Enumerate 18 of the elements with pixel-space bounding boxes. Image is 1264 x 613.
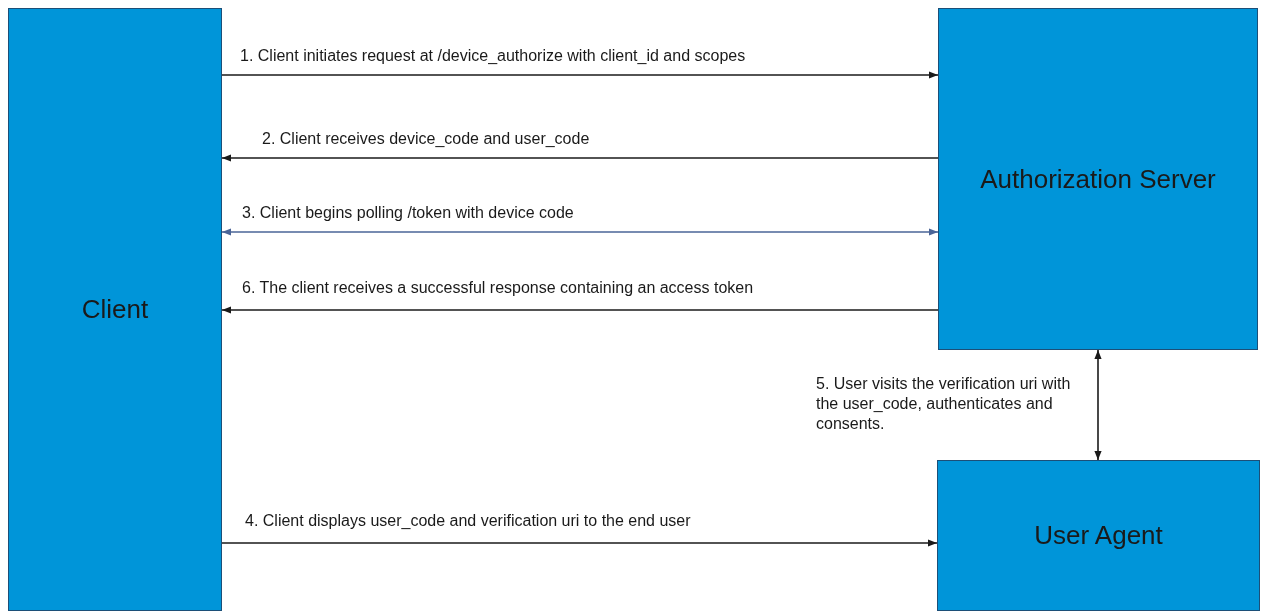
- entity-box: [938, 8, 1258, 350]
- arrow: [1094, 349, 1102, 461]
- node-label: Authorization Server: [980, 163, 1216, 195]
- edge-label: 1. Client initiates request at /device_authorize with client_id and scopes: [240, 46, 746, 66]
- edge-label: 4. Client displays user_code and verification uri to the end user: [245, 511, 691, 531]
- entity-box: [8, 8, 222, 611]
- arrow: [221, 306, 939, 314]
- node-label: Client: [81, 294, 149, 325]
- arrow: [221, 539, 938, 547]
- edge-label: 2. Client receives device_code and user_code: [262, 129, 590, 149]
- node-label: User Agent: [1034, 520, 1163, 551]
- arrow: [221, 228, 939, 236]
- edge-label: 3. Client begins polling /token with device code: [242, 203, 574, 223]
- edge-label: 6. The client receives a successful response containing an access token: [242, 278, 754, 298]
- arrow: [221, 71, 939, 79]
- entity-box: [937, 460, 1260, 611]
- edge-label: 5. User visits the verification uri with the user_code, authenticates and consents.: [816, 374, 1072, 434]
- arrow: [221, 154, 939, 162]
